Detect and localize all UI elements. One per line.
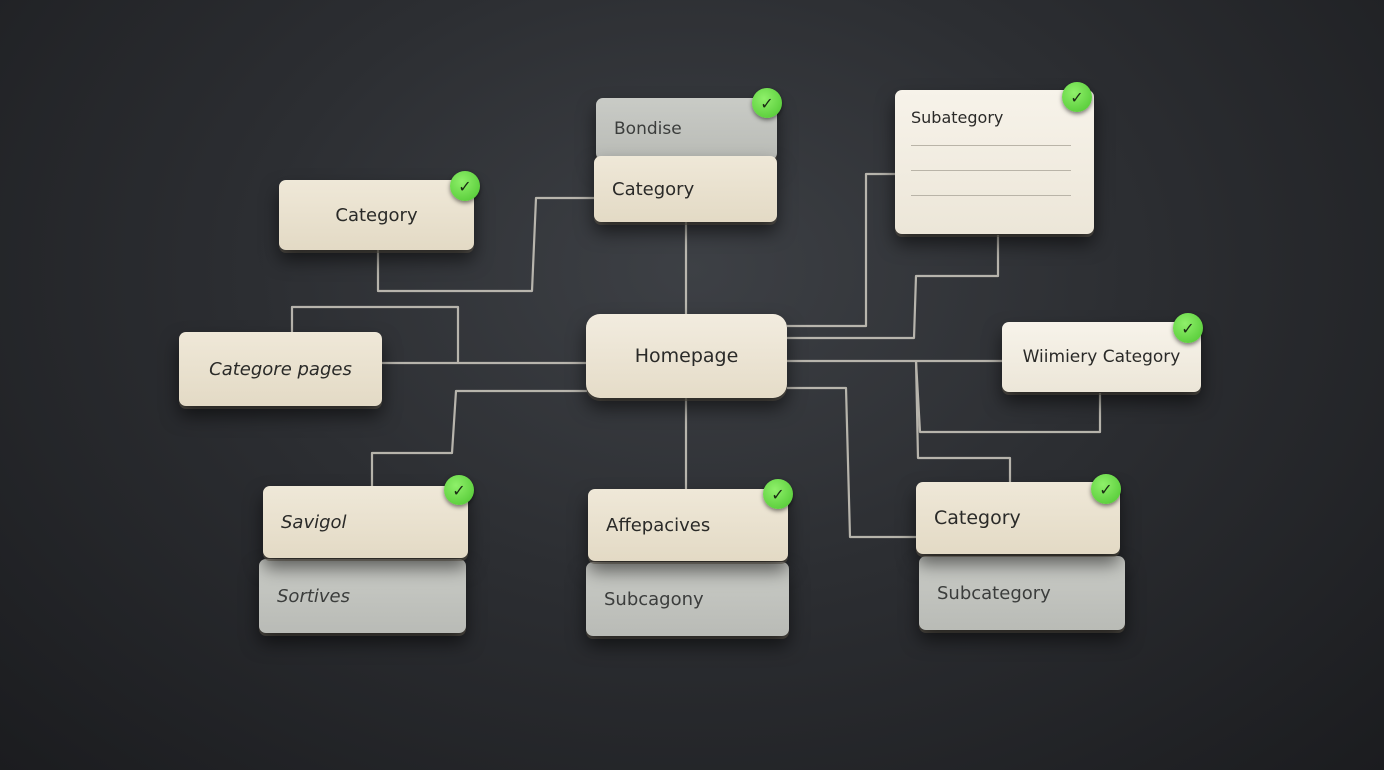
node-category-top-center[interactable]: Category bbox=[594, 156, 777, 222]
check-icon: ✓ bbox=[1173, 313, 1203, 343]
check-icon: ✓ bbox=[444, 475, 474, 505]
check-icon: ✓ bbox=[1091, 474, 1121, 504]
edge-homepage-category-bottom-b bbox=[914, 360, 1012, 483]
node-label: Homepage bbox=[634, 345, 739, 367]
node-label: Categore pages bbox=[209, 358, 352, 380]
document-line bbox=[911, 145, 1071, 146]
check-icon: ✓ bbox=[763, 479, 793, 509]
node-label: Subategory bbox=[911, 108, 1004, 127]
edge-homepage-savigol bbox=[370, 389, 587, 487]
node-label: Wiimiery Category bbox=[1022, 347, 1181, 367]
node-label: Subcagony bbox=[604, 588, 704, 610]
check-icon: ✓ bbox=[450, 171, 480, 201]
node-category-top-left[interactable]: Category bbox=[279, 180, 474, 250]
node-label: Bondise bbox=[614, 119, 682, 139]
edge-category-left-to-top bbox=[376, 196, 594, 293]
node-homepage[interactable]: Homepage bbox=[586, 314, 787, 398]
edge-category-pages-loop bbox=[290, 305, 460, 363]
node-subategory-document[interactable]: Subategory bbox=[895, 90, 1094, 234]
edge-homepage-subategory-a bbox=[787, 172, 898, 328]
node-label: Category bbox=[612, 178, 695, 200]
node-category-pages[interactable]: Categore pages bbox=[179, 332, 382, 406]
edge-homepage-subategory-b bbox=[787, 235, 1000, 340]
node-subcagony[interactable]: Subcagony bbox=[586, 562, 789, 636]
node-label: Subcategory bbox=[937, 582, 1051, 604]
check-icon: ✓ bbox=[1062, 82, 1092, 112]
node-label: Category bbox=[934, 507, 1021, 529]
node-wiimiery-category[interactable]: Wiimiery Category bbox=[1002, 322, 1201, 392]
check-icon: ✓ bbox=[752, 88, 782, 118]
node-sortives[interactable]: Sortives bbox=[259, 559, 466, 633]
node-label: Savigol bbox=[281, 511, 347, 533]
node-affepacives[interactable]: Affepacives bbox=[588, 489, 788, 561]
node-bondise[interactable]: Bondise bbox=[596, 98, 777, 160]
node-label: Category bbox=[335, 204, 418, 226]
document-line bbox=[911, 195, 1071, 196]
node-category-bottom-right[interactable]: Category bbox=[916, 482, 1120, 554]
edge-wiimiery-loop bbox=[914, 360, 1102, 434]
node-label: Affepacives bbox=[606, 514, 711, 536]
node-subcategory-bottom-right[interactable]: Subcategory bbox=[919, 556, 1125, 630]
edge-homepage-category-bottom bbox=[787, 386, 916, 539]
node-savigol[interactable]: Savigol bbox=[263, 486, 468, 558]
document-line bbox=[911, 170, 1071, 171]
node-label: Sortives bbox=[277, 585, 351, 607]
